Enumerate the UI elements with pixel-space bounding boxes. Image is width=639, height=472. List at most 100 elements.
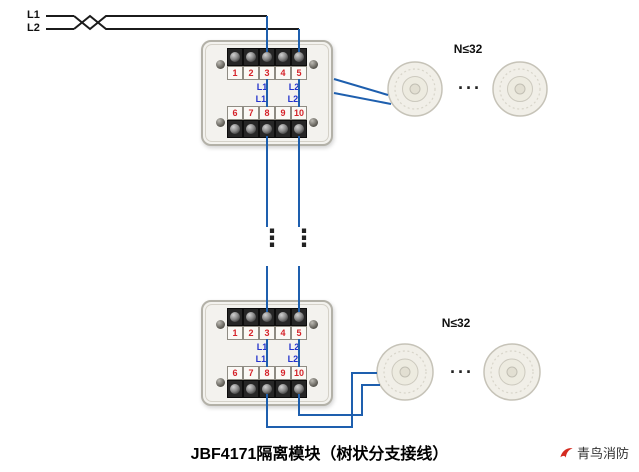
- terminal-8: 8: [259, 106, 275, 138]
- terminal-6: 6: [227, 366, 243, 398]
- terminal-screw-icon: [227, 48, 243, 66]
- terminal-screw-icon: [291, 380, 307, 398]
- terminal-screw-icon: [291, 120, 307, 138]
- module-repeat-ellipsis: ⋮: [260, 225, 284, 252]
- mount-screw-icon: [309, 377, 318, 387]
- mount-screw-icon: [216, 117, 225, 127]
- terminal-2: 2: [243, 308, 259, 340]
- terminal-strip-input: 1 2 3 4 5: [214, 48, 320, 80]
- mount-screw-icon: [216, 319, 225, 329]
- terminal-8: 8: [259, 366, 275, 398]
- smoke-detector-icon: [376, 343, 434, 401]
- terminal-7: 7: [243, 106, 259, 138]
- terminal-number: 10: [291, 106, 307, 120]
- terminal-screw-icon: [275, 120, 291, 138]
- module-repeat-ellipsis: ⋮: [292, 225, 316, 252]
- isolator-module-1: 1 2 3 4 5 L1 L2 L1' L2' 6 7 8 9 10: [201, 40, 333, 146]
- detector-ellipsis: ···: [450, 362, 474, 382]
- io-label-l1p: L1': [255, 354, 269, 364]
- terminal-screw-icon: [291, 308, 307, 326]
- terminal-2: 2: [243, 48, 259, 80]
- terminal-number: 1: [227, 326, 243, 340]
- terminal-screw-icon: [259, 308, 275, 326]
- terminal-screw-icon: [275, 48, 291, 66]
- io-label-l1: L1: [256, 342, 268, 352]
- terminal-number: 7: [243, 106, 259, 120]
- smoke-detector-icon: [492, 61, 548, 117]
- mount-screw-icon: [309, 319, 318, 329]
- terminal-number: 7: [243, 366, 259, 380]
- terminal-4: 4: [275, 308, 291, 340]
- terminal-screw-icon: [275, 308, 291, 326]
- terminal-screw-icon: [227, 120, 243, 138]
- terminal-screw-icon: [227, 308, 243, 326]
- terminal-4: 4: [275, 48, 291, 80]
- terminal-1: 1: [227, 48, 243, 80]
- terminal-screw-icon: [243, 120, 259, 138]
- terminal-screw-icon: [243, 48, 259, 66]
- mount-screw-icon: [309, 59, 318, 69]
- qingniao-logo-icon: [560, 448, 573, 458]
- terminal-strip-output: 6 7 8 9 10: [214, 366, 320, 398]
- io-label-l2: L2: [288, 342, 300, 352]
- terminal-number: 5: [291, 66, 307, 80]
- smoke-detector-icon: [483, 343, 541, 401]
- terminal-strip-output: 6 7 8 9 10: [214, 106, 320, 138]
- terminal-number: 4: [275, 326, 291, 340]
- smoke-detector-icon: [387, 61, 443, 117]
- mount-screw-icon: [216, 59, 225, 69]
- io-label-l2p: L2': [287, 94, 301, 104]
- terminal-screw-icon: [259, 120, 275, 138]
- terminal-3: 3: [259, 308, 275, 340]
- terminal-6: 6: [227, 106, 243, 138]
- terminal-9: 9: [275, 366, 291, 398]
- terminal-number: 3: [259, 66, 275, 80]
- branch-wire-to-detector: [333, 78, 389, 96]
- io-label-l1: L1: [256, 82, 268, 92]
- mount-screw-icon: [216, 377, 225, 387]
- terminal-number: 6: [227, 106, 243, 120]
- trunk-wire-stub: [46, 15, 74, 30]
- trunk-wire: [46, 14, 299, 31]
- trunk-wire-l1: [73, 15, 267, 31]
- terminal-strip-input: 1 2 3 4 5: [214, 308, 320, 340]
- terminal-number: 9: [275, 106, 291, 120]
- terminal-number: 1: [227, 66, 243, 80]
- terminal-screw-icon: [259, 48, 275, 66]
- terminal-5: 5: [291, 48, 307, 80]
- terminal-1: 1: [227, 308, 243, 340]
- terminal-5: 5: [291, 308, 307, 340]
- io-label-l2: L2: [288, 82, 300, 92]
- brand-watermark: 青鸟消防: [559, 443, 629, 462]
- io-label-l1p: L1': [255, 94, 269, 104]
- terminal-number: 2: [243, 326, 259, 340]
- mount-screw-icon: [309, 117, 318, 127]
- terminal-number: 5: [291, 326, 307, 340]
- brand-name: 青鸟消防: [576, 446, 629, 461]
- terminal-number: 3: [259, 326, 275, 340]
- detector-count-label: N≤32: [441, 316, 471, 330]
- terminal-9: 9: [275, 106, 291, 138]
- trunk-label-l2: L2: [27, 22, 40, 34]
- terminal-number: 10: [291, 366, 307, 380]
- terminal-number: 9: [275, 366, 291, 380]
- isolator-module-2: 1 2 3 4 5 L1 L2 L1' L2' 6 7 8 9 10: [201, 300, 333, 406]
- terminal-screw-icon: [259, 380, 275, 398]
- terminal-screw-icon: [243, 380, 259, 398]
- detector-ellipsis: ···: [458, 78, 482, 98]
- terminal-3: 3: [259, 48, 275, 80]
- detector-count-label: N≤32: [453, 42, 483, 56]
- terminal-screw-icon: [227, 380, 243, 398]
- terminal-7: 7: [243, 366, 259, 398]
- diagram-caption: JBF4171隔离模块（树状分支接线）: [190, 446, 449, 463]
- trunk-wire-l2: [73, 14, 299, 30]
- branch-wire-to-detector: [333, 92, 392, 105]
- terminal-screw-icon: [275, 380, 291, 398]
- terminal-screw-icon: [243, 308, 259, 326]
- terminal-number: 2: [243, 66, 259, 80]
- terminal-number: 8: [259, 106, 275, 120]
- terminal-10: 10: [291, 106, 307, 138]
- terminal-10: 10: [291, 366, 307, 398]
- terminal-number: 4: [275, 66, 291, 80]
